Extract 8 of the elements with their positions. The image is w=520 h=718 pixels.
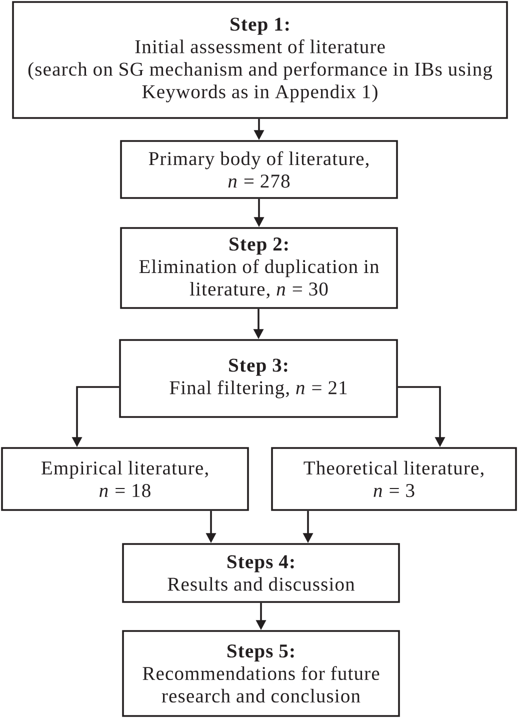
process-box: Steps 5: Recommendations for future research and conclusion (122, 630, 400, 717)
process-box: Empirical literature, n = 18 (1, 447, 249, 511)
process-box: Theoretical literature, n = 3 (271, 447, 517, 511)
process-box: Primary body of literature, n = 278 (120, 140, 398, 199)
process-box: Step 2: Elimination of duplication in literature, n = 30 (120, 227, 398, 309)
process-box: Steps 4: Results and discussion (122, 543, 400, 603)
process-box: Step 1: Initial assessment of literature (search on SG mechanism and performance in IBs using Keywords as in Appendix 1) (12, 1, 508, 119)
process-box: Step 3: Final filtering, n = 21 (119, 339, 398, 418)
